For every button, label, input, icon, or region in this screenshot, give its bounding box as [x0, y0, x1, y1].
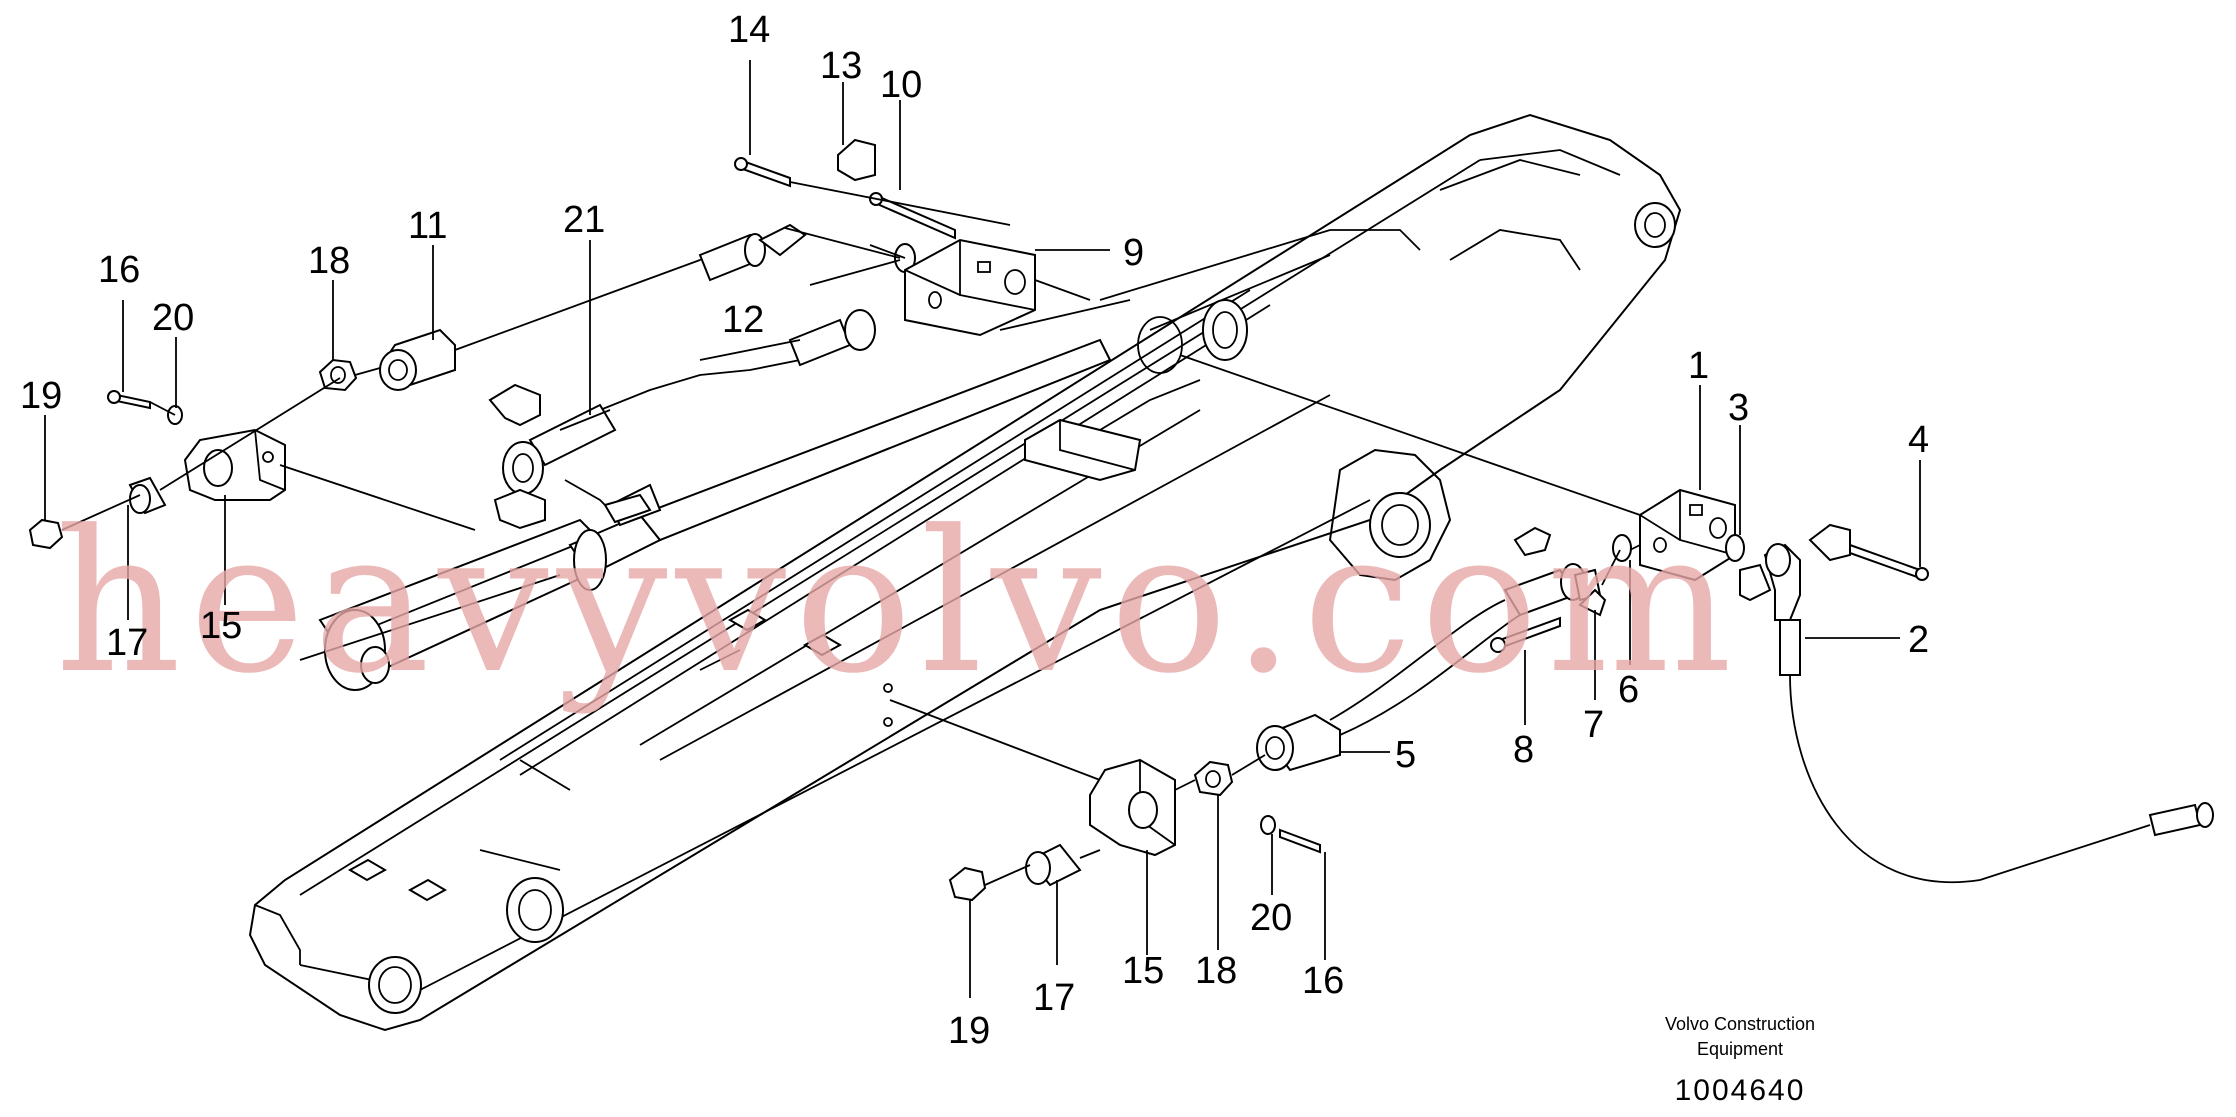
callout-label: 15: [1122, 950, 1164, 992]
callout-label: 6: [1618, 669, 1639, 711]
callout-label: 9: [1123, 232, 1144, 274]
left-hose-assembly: [28, 259, 701, 550]
callout-label: 8: [1513, 729, 1534, 771]
drawing-footer: Volvo Construction Equipment 1004640: [1665, 1014, 1815, 1107]
callout-label: 16: [1302, 960, 1344, 1002]
callout-label: 5: [1395, 734, 1416, 776]
callout-label: 3: [1728, 387, 1749, 429]
hose-21: [488, 344, 831, 530]
watermark-text: heavyvolvo.com: [55, 489, 1740, 717]
callout-label: 14: [728, 9, 770, 51]
callout-label: 2: [1908, 619, 1929, 661]
callout-label: 18: [1195, 950, 1237, 992]
callout-label: 7: [1583, 704, 1604, 746]
watermark: heavyvolvo.com: [55, 489, 1740, 717]
callout-leaders: [44, 60, 1921, 998]
lower-hose-assembly: [883, 683, 1321, 902]
callout-label: 11: [408, 205, 447, 247]
callout-label: 15: [200, 605, 242, 647]
callout-label: 17: [106, 622, 148, 664]
right-valve-assembly: [1179, 354, 2214, 883]
callout-label: 1: [1688, 345, 1709, 387]
callout-label: 10: [880, 64, 922, 106]
company-name-line1: Volvo Construction: [1665, 1014, 1815, 1034]
boom-arm: [248, 113, 1682, 1032]
callout-labels: 1 2 3 4 5 6 7 8 9 10 11 12 13 14 15 16 1…: [20, 9, 1929, 1052]
callout-label: 4: [1908, 419, 1929, 461]
hydraulic-cylinder: [299, 299, 1131, 691]
callout-label: 19: [20, 375, 62, 417]
callout-label: 20: [1250, 897, 1292, 939]
callout-label: 12: [722, 299, 764, 341]
upper-valve-assembly: [698, 138, 1091, 367]
callout-label: 20: [152, 297, 194, 339]
callout-label: 17: [1033, 977, 1075, 1019]
callout-label: 13: [820, 45, 862, 87]
company-name-line2: Equipment: [1697, 1039, 1783, 1059]
callout-label: 16: [98, 249, 140, 291]
callout-label: 19: [948, 1010, 990, 1052]
callout-label: 18: [308, 240, 350, 282]
callout-label: 21: [563, 199, 605, 241]
drawing-number: 1004640: [1675, 1074, 1806, 1107]
